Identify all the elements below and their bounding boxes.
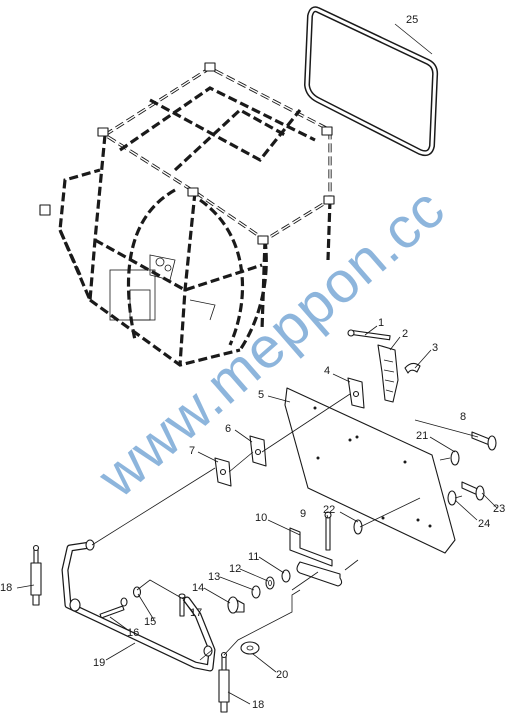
rear-panel-5 bbox=[284, 387, 456, 554]
callout-24: 24 bbox=[478, 518, 490, 530]
callout-20: 20 bbox=[276, 669, 288, 681]
callout-9: 9 bbox=[300, 508, 306, 520]
callout-1: 1 bbox=[378, 317, 384, 329]
callout-3: 3 bbox=[432, 342, 438, 354]
handle-bar-19 bbox=[61, 539, 216, 672]
callout-6: 6 bbox=[225, 423, 231, 435]
pin-1 bbox=[347, 329, 391, 341]
callout-19: 19 bbox=[93, 657, 105, 669]
bracket-7 bbox=[214, 457, 232, 487]
washer-21 bbox=[450, 450, 460, 466]
window-seal-25 bbox=[304, 6, 439, 157]
callout-14: 14 bbox=[192, 582, 204, 594]
nut-13 bbox=[251, 585, 261, 599]
washer-11 bbox=[281, 569, 291, 583]
callout-labels: 25 1 2 3 4 5 6 7 8 21 9 22 10 23 24 11 1… bbox=[0, 14, 505, 711]
callout-7: 7 bbox=[189, 445, 195, 457]
callout-21: 21 bbox=[416, 430, 428, 442]
pin-23 bbox=[461, 481, 485, 501]
callout-10: 10 bbox=[255, 512, 267, 524]
washer-20 bbox=[240, 641, 260, 655]
gas-strut-18-right bbox=[218, 651, 230, 713]
washer-24 bbox=[447, 490, 457, 506]
callout-13: 13 bbox=[208, 571, 220, 583]
callout-8: 8 bbox=[460, 411, 466, 423]
nut-12 bbox=[265, 576, 275, 590]
callout-18-left: 18 bbox=[0, 582, 12, 594]
callout-18-right: 18 bbox=[252, 699, 264, 711]
callout-12: 12 bbox=[229, 563, 241, 575]
assembly-lines bbox=[91, 393, 463, 661]
latch-2 bbox=[377, 344, 399, 403]
gas-strut-18-left bbox=[30, 544, 42, 606]
callout-4: 4 bbox=[324, 365, 330, 377]
callout-16: 16 bbox=[127, 627, 139, 639]
bolt-16 bbox=[99, 597, 128, 619]
callout-leaders bbox=[16, 23, 498, 705]
callout-15: 15 bbox=[144, 616, 156, 628]
bracket-4 bbox=[347, 377, 365, 409]
clip-3 bbox=[404, 362, 421, 374]
callout-23: 23 bbox=[493, 503, 505, 515]
knob-14 bbox=[227, 596, 245, 614]
callout-22: 22 bbox=[323, 504, 335, 516]
callout-17: 17 bbox=[190, 607, 202, 619]
callout-2: 2 bbox=[402, 328, 408, 340]
callout-25: 25 bbox=[406, 14, 418, 26]
callout-11: 11 bbox=[248, 551, 259, 563]
pin-8 bbox=[471, 431, 497, 451]
washer-22 bbox=[353, 519, 363, 535]
cab-frame bbox=[39, 62, 335, 367]
callout-5: 5 bbox=[258, 389, 264, 401]
hinge-bracket-10 bbox=[289, 527, 343, 587]
